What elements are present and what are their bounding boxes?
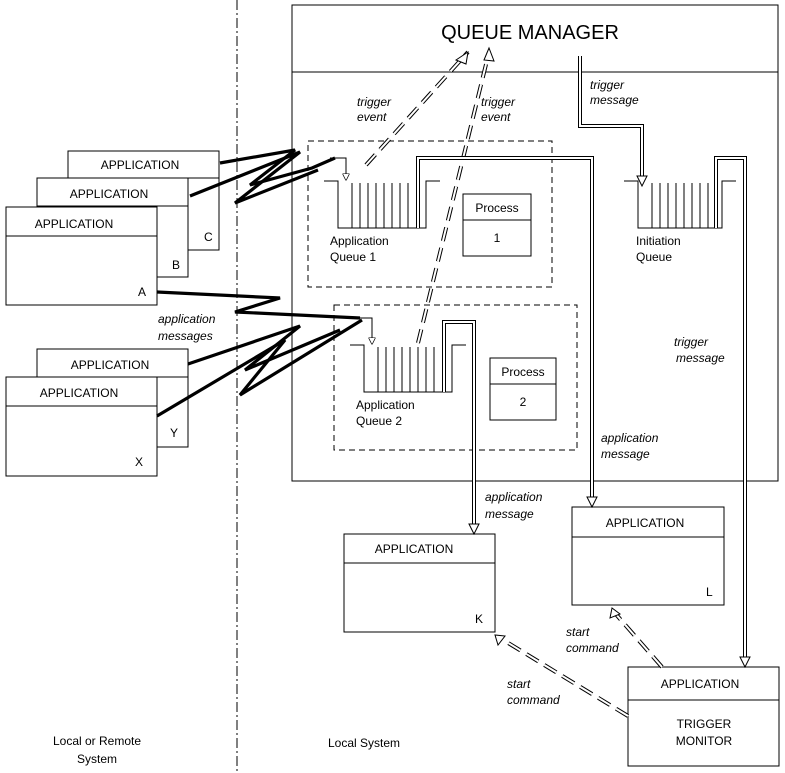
bolt-arrow-queue2 — [360, 317, 372, 344]
initiation-queue: Initiation Queue — [624, 180, 736, 264]
application-b-title: APPLICATION — [70, 187, 148, 201]
application-a-title: APPLICATION — [35, 217, 113, 231]
application-l-letter: L — [706, 585, 713, 599]
application-k-letter: K — [475, 612, 483, 626]
process-1: Process 1 — [462, 193, 532, 257]
region-left-label-line1: Local or Remote — [53, 734, 141, 748]
bolt-arrow-queue1 — [330, 157, 346, 180]
process-2-title: Process — [501, 365, 544, 379]
app-queue-1: Application Queue 1 — [324, 180, 440, 264]
application-l-title: APPLICATION — [606, 516, 684, 530]
application-y-letter: Y — [170, 426, 178, 440]
start-command-label-k-line1: start — [507, 677, 531, 691]
application-message-label-k-line1: application — [485, 490, 543, 504]
trigger-event-label-2-line2: event — [481, 110, 511, 124]
initiation-queue-label-line2: Queue — [636, 250, 672, 264]
trigger-monitor-label-line1: TRIGGER — [677, 717, 732, 731]
application-messages-label-line1: application — [158, 312, 216, 326]
application-k: APPLICATION K — [343, 533, 496, 633]
application-message-bolts — [156, 148, 363, 418]
trigger-event-label-2-line1: trigger — [481, 95, 516, 109]
application-k-title: APPLICATION — [375, 542, 453, 556]
initiation-queue-label-line1: Initiation — [636, 234, 681, 248]
queue-manager: QUEUE MANAGER — [291, 4, 779, 482]
application-l: APPLICATION L — [571, 506, 725, 606]
trigger-monitor-title: APPLICATION — [661, 677, 739, 691]
trigger-monitor-label-line2: MONITOR — [676, 734, 733, 748]
queue-manager-title: QUEUE MANAGER — [441, 22, 619, 44]
application-message-label-l-line2: message — [601, 447, 650, 461]
process-2-number: 2 — [520, 395, 527, 409]
application-x: APPLICATION X — [5, 376, 158, 477]
region-left-label-line2: System — [77, 752, 117, 766]
application-b-letter: B — [172, 258, 180, 272]
application-a: APPLICATION A — [5, 206, 158, 306]
app-queue-2-label-line2: Queue 2 — [356, 414, 402, 428]
trigger-event-label-1-line1: trigger — [357, 95, 392, 109]
trigger-message-label-1-line2: message — [590, 93, 639, 107]
region-right-label: Local System — [328, 736, 400, 750]
application-c-letter: C — [204, 230, 213, 244]
process-1-number: 1 — [494, 231, 501, 245]
application-c-title: APPLICATION — [101, 158, 179, 172]
application-y-title: APPLICATION — [71, 358, 149, 372]
start-command-label-l-line1: start — [566, 625, 590, 639]
app-queue-2: Application Queue 2 — [350, 344, 466, 428]
application-a-letter: A — [138, 285, 146, 299]
application-message-label-k-line2: message — [485, 507, 534, 521]
start-command-label-k-line2: command — [507, 693, 560, 707]
trigger-message-label-1-line1: trigger — [590, 78, 625, 92]
trigger-message-label-2-line2: message — [676, 351, 725, 365]
application-message-label-l-line1: application — [601, 431, 659, 445]
app-queue-1-label-line1: Application — [330, 234, 389, 248]
start-command-label-l-line2: command — [566, 641, 619, 655]
trigger-event-label-1-line2: event — [357, 110, 387, 124]
app-queue-2-label-line1: Application — [356, 398, 415, 412]
process-2: Process 2 — [489, 357, 557, 421]
app-queue-2-region — [333, 304, 578, 451]
process-1-title: Process — [475, 201, 518, 215]
application-x-letter: X — [135, 455, 143, 469]
trigger-monitor-application: APPLICATION TRIGGER MONITOR — [627, 666, 780, 767]
app-queue-1-label-line2: Queue 1 — [330, 250, 376, 264]
app-queue-1-region — [307, 140, 553, 288]
application-x-title: APPLICATION — [40, 386, 118, 400]
trigger-message-label-2-line1: trigger — [674, 335, 709, 349]
trigger-event-arrows — [364, 46, 495, 344]
trigger-message-arrow-1-inner — [579, 56, 643, 180]
application-messages-label-line2: messages — [158, 329, 213, 343]
